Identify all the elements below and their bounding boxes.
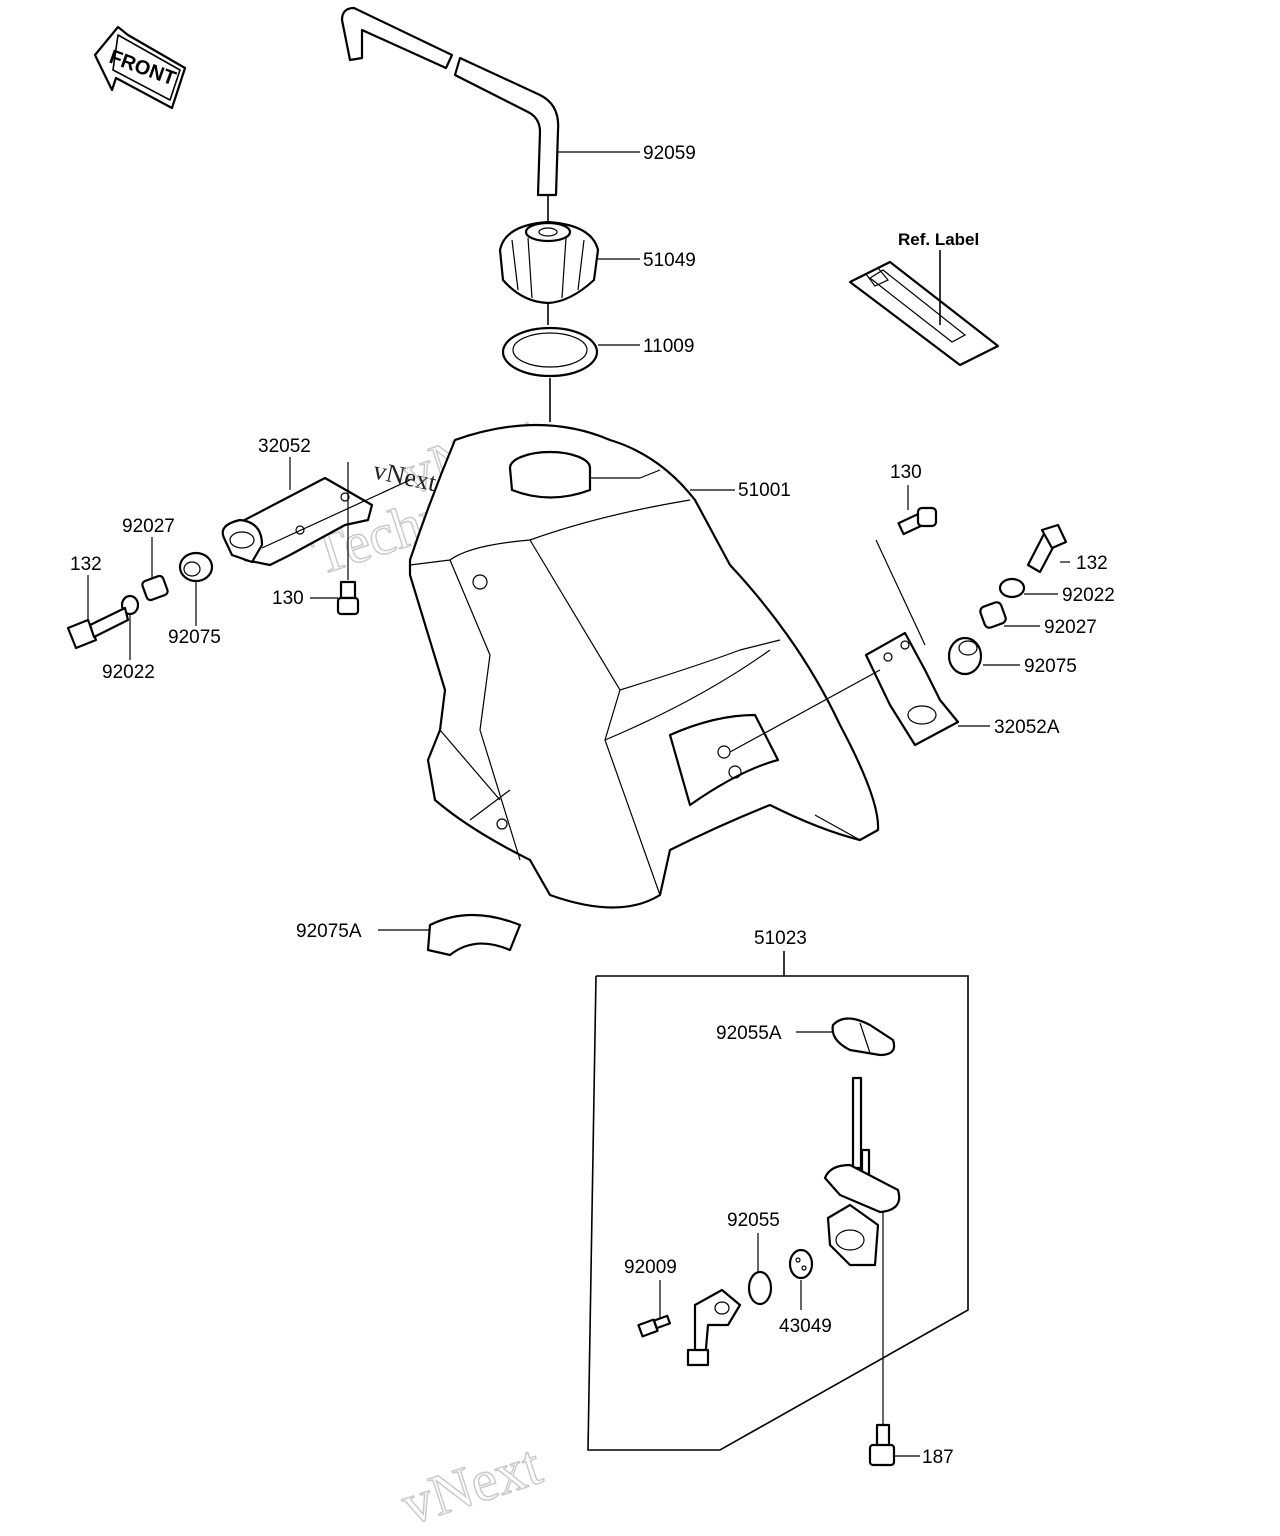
drain-bolt	[868, 1423, 896, 1467]
callout-32052: 32052	[258, 436, 311, 457]
callout-51023: 51023	[754, 928, 807, 949]
right-rubber-damper	[947, 636, 983, 676]
right-collar	[979, 601, 1007, 629]
plate-screw	[637, 1314, 672, 1338]
callout-130-left: 130	[272, 588, 304, 609]
callout-92009: 92009	[624, 1257, 677, 1278]
right-screw	[897, 506, 938, 536]
callout-92059: 92059	[643, 143, 696, 164]
right-bolt	[1026, 523, 1068, 574]
left-bracket	[221, 476, 374, 567]
filter-gasket	[831, 1017, 896, 1057]
front-arrow-badge: FRONT	[93, 25, 187, 110]
callout-92022-right: 92022	[1062, 585, 1115, 606]
petcock-assembly-box	[587, 975, 969, 1451]
right-washer	[998, 577, 1026, 599]
breather-hose	[340, 6, 560, 197]
callout-132-right: 132	[1076, 553, 1108, 574]
callout-32052A: 32052A	[994, 717, 1060, 738]
callout-51001: 51001	[738, 480, 791, 501]
callout-187: 187	[922, 1447, 954, 1468]
callout-92027-left: 92027	[122, 516, 175, 537]
left-screw	[336, 580, 360, 616]
callout-92075-right: 92075	[1024, 656, 1077, 677]
filter-screen	[788, 1248, 814, 1280]
right-bracket	[864, 631, 960, 747]
petcock-valve	[823, 1076, 901, 1425]
callout-11009: 11009	[643, 336, 694, 357]
fuel-cap	[498, 220, 600, 305]
callout-92075-left: 92075	[168, 627, 221, 648]
callout-130-right: 130	[890, 462, 922, 483]
callout-92022-left: 92022	[102, 662, 155, 683]
watermark-bottom: vNext	[394, 1432, 549, 1536]
lever-plate	[686, 1288, 742, 1367]
ref-label-caption: Ref. Label	[898, 230, 979, 249]
o-ring	[747, 1270, 773, 1306]
callout-92055: 92055	[727, 1210, 780, 1231]
callout-labels: 92059 51049 11009 51001 32052 92027 132 …	[70, 143, 1115, 1468]
cap-gasket	[501, 326, 599, 378]
callout-43049: 43049	[779, 1316, 832, 1337]
callout-132-left: 132	[70, 554, 102, 575]
left-bolt	[66, 606, 130, 650]
callout-92027-right: 92027	[1044, 617, 1097, 638]
leader-lines	[87, 151, 1070, 1457]
left-rubber-damper	[178, 551, 214, 583]
ref-label-sticker	[848, 260, 1000, 367]
left-collar	[141, 574, 169, 602]
fuel-tank	[408, 423, 880, 909]
callout-51049: 51049	[643, 250, 696, 271]
tank-damper-pad	[426, 913, 522, 957]
callout-92055A: 92055A	[716, 1023, 782, 1044]
callout-92075A: 92075A	[296, 921, 362, 942]
